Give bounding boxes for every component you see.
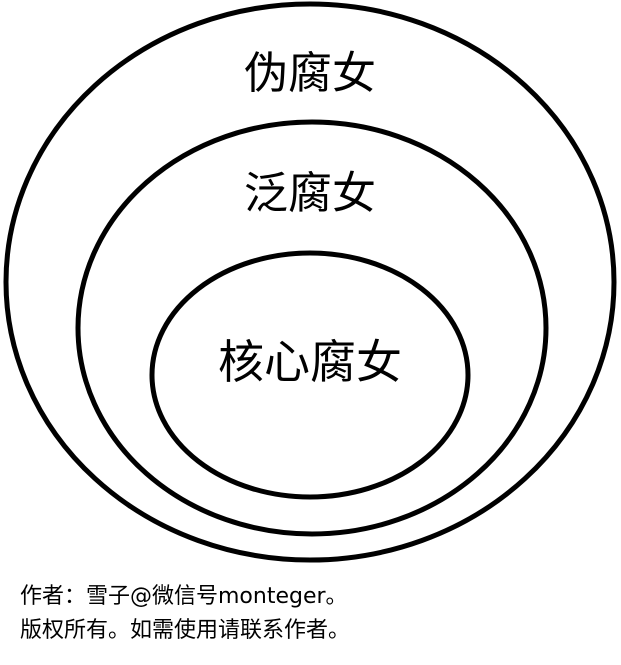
- inner-ring: [149, 250, 471, 500]
- copyright-line: 版权所有。如需使用请联系作者。: [20, 618, 351, 643]
- inner-ring-label: 核心腐女: [218, 335, 402, 389]
- middle-ring: [75, 119, 549, 537]
- outer-ring-label: 伪腐女: [244, 48, 376, 99]
- author-line: 作者：雪子@微信号monteger。: [20, 584, 348, 609]
- credit-caption: 作者：雪子@微信号monteger。 版权所有。如需使用请联系作者。: [20, 580, 610, 648]
- middle-ring-label: 泛腐女: [244, 168, 376, 219]
- concentric-ovals-diagram: 伪腐女 泛腐女 核心腐女: [3, 1, 617, 563]
- outer-ring: [3, 1, 617, 563]
